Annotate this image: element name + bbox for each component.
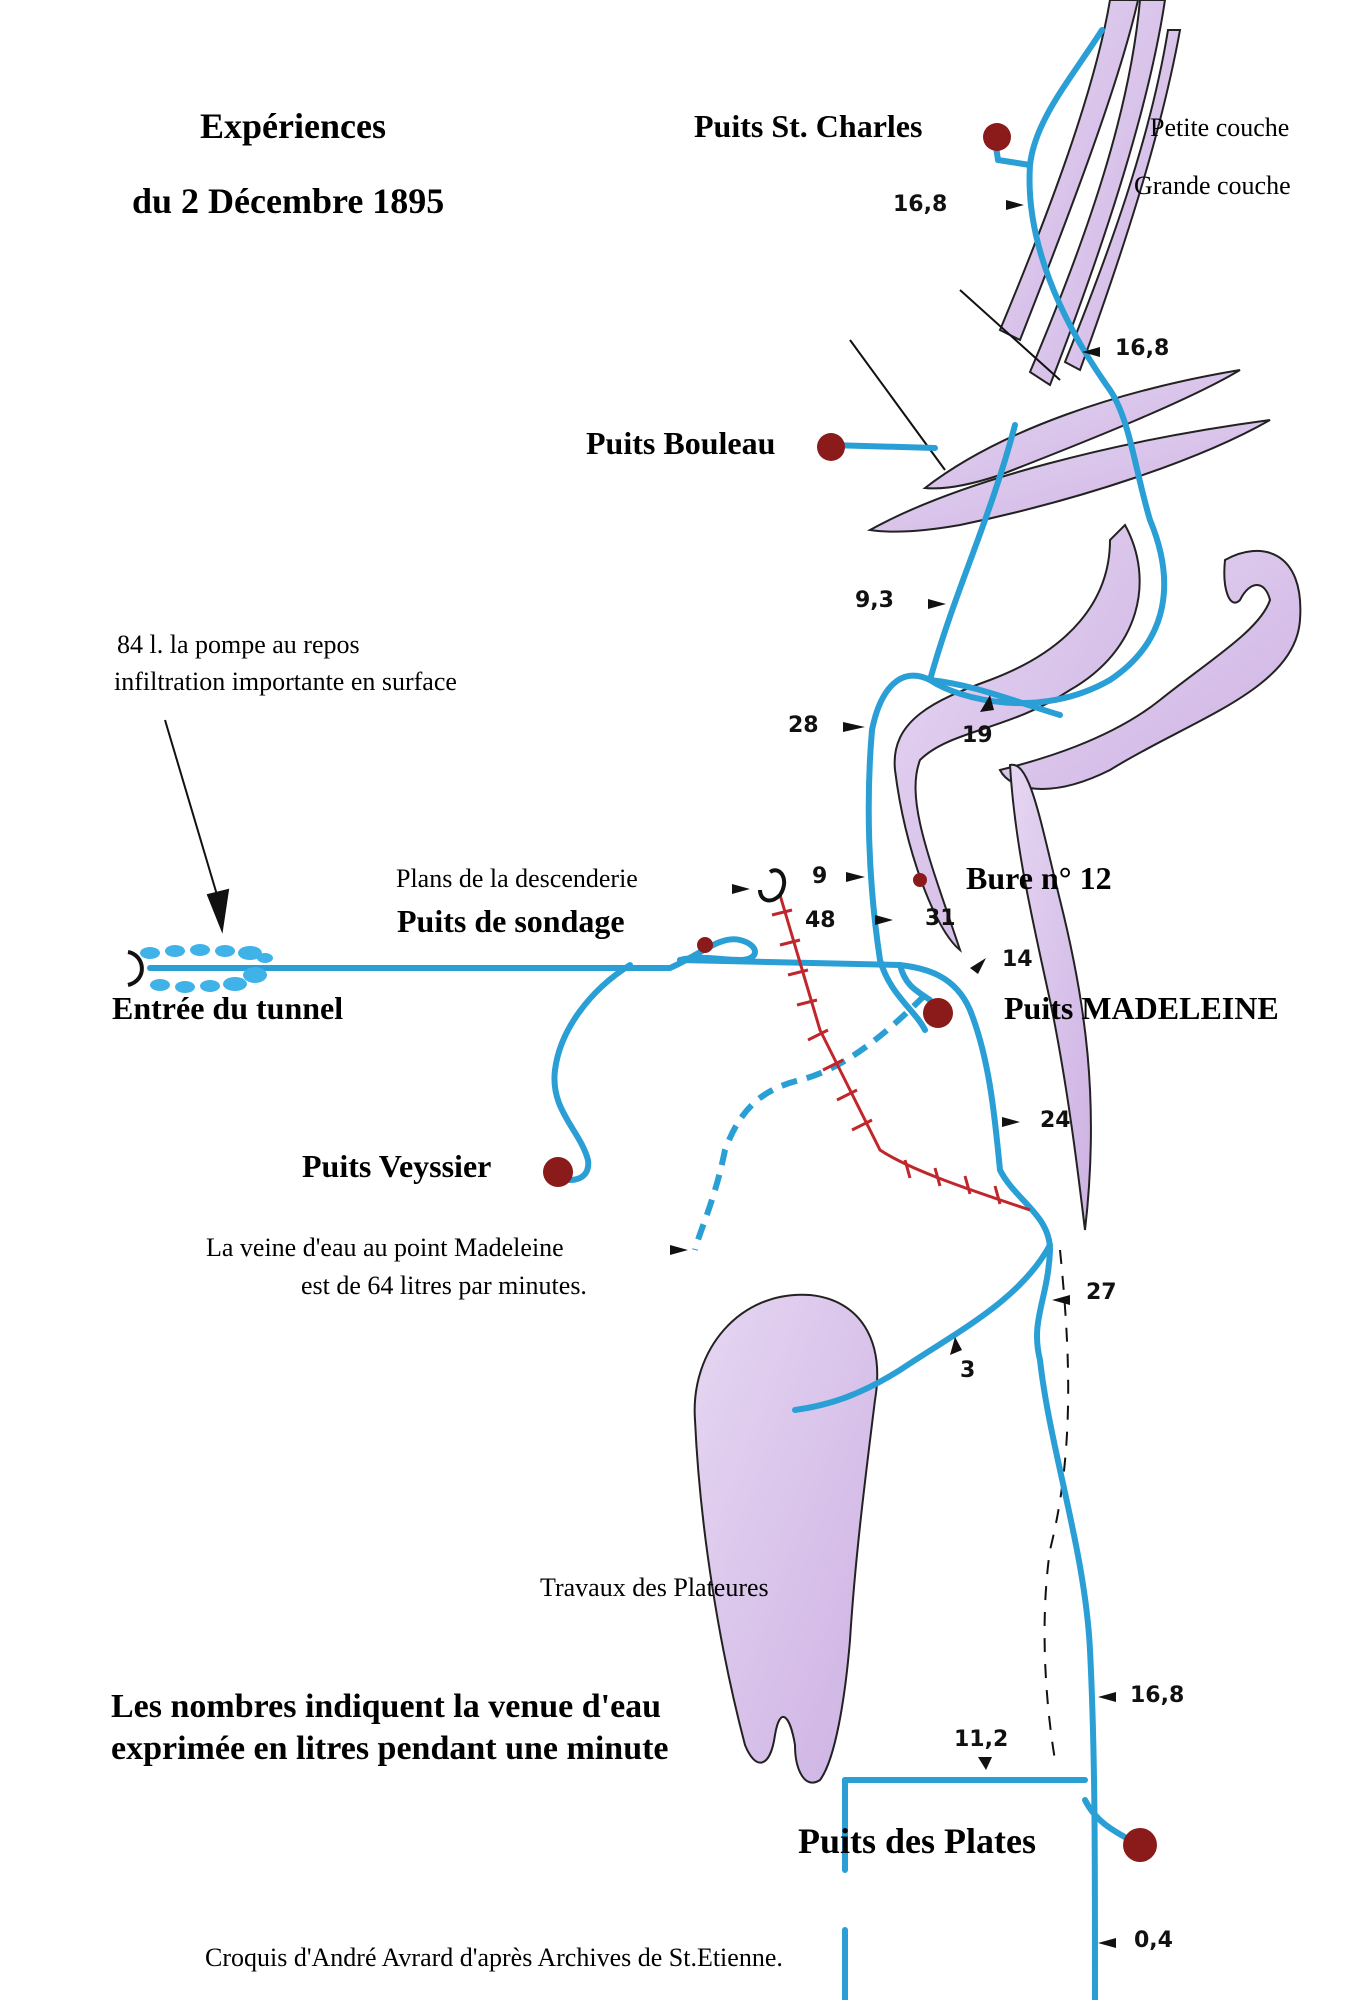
flow-value: 28 bbox=[788, 713, 819, 738]
legend-line1: Les nombres indiquent la venue d'eau bbox=[111, 1688, 662, 1725]
central-seam-fold bbox=[893, 523, 1141, 953]
label-puits-des-plates: Puits des Plates bbox=[798, 1821, 1036, 1861]
flow-value: 11,2 bbox=[954, 1727, 1009, 1752]
flow-value: 19 bbox=[962, 723, 993, 748]
flow-value: 27 bbox=[1086, 1280, 1117, 1305]
pump-note-line1: 84 l. la pompe au repos bbox=[117, 630, 360, 659]
flow-value: 48 bbox=[805, 908, 836, 933]
veine-note-line1: La veine d'eau au point Madeleine bbox=[206, 1233, 564, 1262]
credit-note: Croquis d'André Avrard d'après Archives … bbox=[205, 1943, 783, 1972]
legend-line2: exprimée en litres pendant une minute bbox=[111, 1730, 669, 1767]
flow-arrows bbox=[670, 200, 1116, 1948]
label-travaux-plateures: Travaux des Plateures bbox=[540, 1573, 769, 1602]
shaft-veyssier bbox=[543, 1157, 573, 1187]
flow-value: 31 bbox=[925, 906, 956, 931]
madeleine-seam-strip bbox=[1008, 763, 1092, 1231]
shaft-bure-12 bbox=[913, 873, 927, 887]
pump-arrow bbox=[164, 719, 230, 934]
petite-couche-seam bbox=[998, 0, 1140, 342]
title-line1: Expériences bbox=[200, 106, 386, 146]
bouleau-seam-lower bbox=[866, 419, 1271, 533]
label-entree-tunnel: Entrée du tunnel bbox=[112, 990, 344, 1026]
gallery-east-19 bbox=[927, 677, 1063, 718]
veine-note-line2: est de 64 litres par minutes. bbox=[301, 1271, 587, 1300]
descenderie-note: Plans de la descenderie bbox=[396, 864, 638, 893]
gallery-main-north bbox=[865, 27, 1168, 1033]
shaft-madeleine bbox=[923, 998, 953, 1028]
tunnel-entrance-icon bbox=[127, 950, 144, 987]
label-puits-bouleau: Puits Bouleau bbox=[586, 425, 776, 461]
gallery-plateures-3 bbox=[792, 1242, 1053, 1413]
flow-value: 16,8 bbox=[1115, 336, 1170, 361]
label-petite-couche: Petite couche bbox=[1150, 113, 1290, 142]
shaft-bouleau bbox=[817, 433, 845, 461]
flow-value: 24 bbox=[1040, 1108, 1071, 1133]
flow-value: 9 bbox=[812, 864, 828, 889]
east-seam-hook bbox=[998, 549, 1302, 790]
coal-seams bbox=[693, 0, 1302, 1784]
descenderie-line bbox=[771, 894, 1031, 1212]
gallery-dashed-link bbox=[692, 992, 928, 1251]
descenderie-hook-icon bbox=[758, 868, 787, 903]
grande-couche-seam-b bbox=[1063, 29, 1182, 372]
grande-couche-seam-a bbox=[1028, 0, 1167, 387]
flow-value: 0,4 bbox=[1134, 1928, 1173, 1953]
label-puits-madeleine: Puits MADELEINE bbox=[1004, 990, 1279, 1026]
label-grande-couche: Grande couche bbox=[1134, 171, 1291, 200]
shaft-st-charles bbox=[983, 123, 1011, 151]
flow-value: 3 bbox=[960, 1358, 976, 1383]
water-splash bbox=[140, 944, 273, 993]
label-puits-de-sondage: Puits de sondage bbox=[397, 903, 625, 939]
shaft-plates bbox=[1123, 1828, 1157, 1862]
flow-value: 14 bbox=[1002, 947, 1033, 972]
title-line2: du 2 Décembre 1895 bbox=[132, 181, 445, 221]
plateures-seam bbox=[693, 1293, 879, 1784]
label-puits-st-charles: Puits St. Charles bbox=[694, 108, 923, 144]
pump-note-line2: infiltration importante en surface bbox=[114, 667, 457, 696]
flow-value: 9,3 bbox=[855, 588, 894, 613]
gallery-main-trunk bbox=[677, 957, 1098, 2000]
label-bure-12: Bure n° 12 bbox=[966, 860, 1112, 896]
label-puits-veyssier: Puits Veyssier bbox=[302, 1148, 492, 1184]
flow-value: 16,8 bbox=[893, 192, 948, 217]
galleries bbox=[147, 27, 1168, 2000]
shaft-sondage bbox=[697, 937, 713, 953]
flow-value: 16,8 bbox=[1130, 1683, 1185, 1708]
gallery-veyssier bbox=[551, 962, 633, 1183]
gallery-bouleau-branch bbox=[827, 442, 938, 451]
shafts bbox=[543, 123, 1157, 1862]
gallery-bouleau-to-sondage bbox=[927, 422, 1018, 683]
